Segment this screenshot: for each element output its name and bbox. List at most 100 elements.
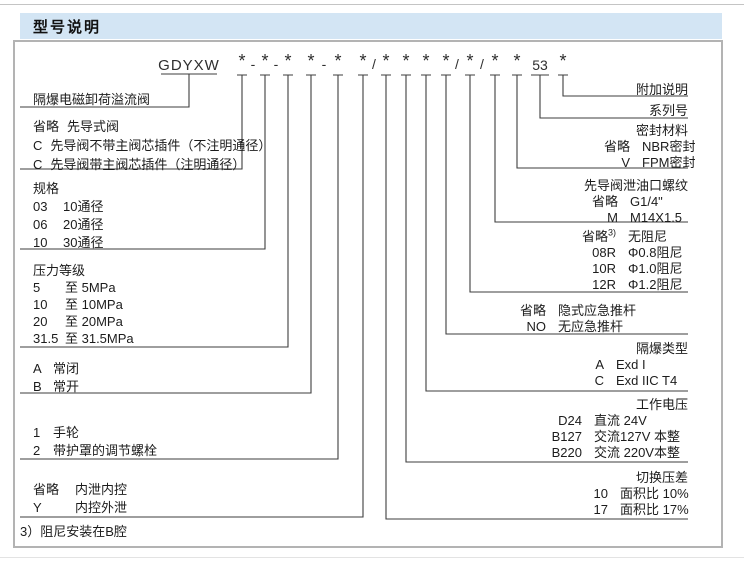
code-cell: 1: [33, 425, 41, 440]
model-code-star: *: [238, 51, 246, 71]
leader-drain-thread: [494, 75, 688, 223]
desc-cell: Φ1.2阻尼: [628, 277, 683, 292]
option-row: NO 无应急推杆: [520, 319, 688, 335]
code-cell: B127: [551, 429, 582, 444]
right-group-notes: 附加说明: [636, 82, 688, 98]
code-cell: 06: [33, 217, 48, 232]
group-title-row: 密封材料: [604, 123, 688, 139]
left-group-valve-name: 隔爆电磁卸荷溢流阀: [33, 91, 150, 109]
desc-cell: 无应急推杆: [558, 319, 624, 334]
leader-pressure: [20, 75, 289, 348]
model-code-star: *: [382, 51, 390, 71]
desc-cell: 至 10MPa: [65, 297, 123, 312]
desc-cell: G1/4": [630, 194, 663, 209]
top-rule: [0, 4, 744, 5]
section-title: 型号说明: [33, 18, 102, 36]
option-row: 10 至 10MPa: [33, 296, 134, 313]
desc-cell: 交流 220V本整: [594, 445, 680, 460]
model-code-series: 53: [532, 57, 548, 73]
model-code-star: *: [334, 51, 342, 71]
group-title-row: 隔爆类型: [595, 341, 688, 357]
bottom-rule: [0, 557, 744, 558]
model-code-star: *: [491, 51, 499, 71]
model-code-star: *: [359, 51, 367, 71]
code-cell: 12R: [592, 277, 616, 292]
leader-exd-type: [425, 75, 688, 392]
leader-pilot-type: [20, 75, 243, 170]
group-title-row: 先导阀泄油口螺纹: [584, 178, 688, 194]
desc-cell: 面积比 10%: [620, 486, 689, 501]
leader-series: [539, 75, 688, 119]
code-cell: 03: [33, 199, 48, 214]
desc-cell: M14X1.5: [630, 210, 683, 225]
model-code-star: *: [422, 51, 430, 71]
desc-cell: Φ1.0阻尼: [628, 261, 683, 276]
group-title: 系列号: [648, 103, 688, 118]
model-code-star: *: [284, 51, 292, 71]
group-title: 附加说明: [635, 82, 688, 97]
footnote: 3）阻尼安装在B腔: [20, 524, 127, 539]
model-code-separator: /: [372, 56, 376, 72]
option-row: 10R Φ1.0阻尼: [582, 261, 688, 277]
desc-cell: 先导阀不带主阀芯插件（不注明通径）: [50, 138, 272, 153]
code-cell: 08R: [592, 245, 616, 260]
leader-adjuster: [20, 75, 339, 460]
code-cell: 省略: [33, 119, 60, 134]
model-code-suffix-star: *: [559, 51, 567, 71]
left-group-pilot-type: 省略先导式阀 C 先导阀不带主阀芯插件（不注明通径） C 先导阀带主阀芯插件（注明通…: [33, 117, 271, 174]
model-code-star: *: [261, 51, 269, 71]
leader-normally: [20, 75, 312, 394]
leader-notes: [562, 75, 688, 97]
option-row: C 先导阀不带主阀芯插件（不注明通径）: [33, 136, 271, 155]
code-cell: NO: [526, 319, 547, 334]
group-title: 切换压差: [635, 470, 688, 485]
code-cell: B220: [551, 445, 582, 460]
model-code-separator: -: [250, 56, 256, 72]
code-cell: A: [33, 361, 42, 376]
group-title-row: 工作电压: [552, 397, 688, 413]
desc-cell: 先导阀带主阀芯插件（注明通径）: [50, 157, 246, 172]
code-cell: 10: [33, 235, 48, 250]
option-row: 省略3)无阻尼: [582, 228, 688, 245]
desc-cell: FPM密封: [642, 155, 696, 170]
code-cell: 省略: [603, 139, 630, 154]
desc-cell: 隐式应急推杆: [558, 303, 637, 318]
leader-voltage: [405, 75, 688, 463]
code-cell: 10: [33, 297, 48, 312]
right-group-push-rod: 省略隐式应急推杆 NO 无应急推杆: [520, 303, 688, 335]
model-code-separator: -: [273, 56, 279, 72]
code-cell: 10R: [592, 261, 616, 276]
model-code-star: *: [307, 51, 315, 71]
desc-cell: 直流 24V: [594, 413, 647, 428]
model-code-star: *: [513, 51, 521, 71]
leader-push-rod: [445, 75, 688, 335]
code-cell: M: [607, 210, 618, 225]
desc-cell: 面积比 17%: [620, 502, 689, 517]
option-row: 省略内泄内控: [33, 481, 127, 499]
desc-cell: 先导式阀: [67, 119, 120, 134]
desc-cell: Exd I: [616, 357, 646, 372]
code-cell: D24: [558, 413, 582, 428]
code-cell: C: [33, 157, 43, 172]
model-code-separator: /: [480, 56, 484, 72]
model-code-separator: /: [455, 56, 459, 72]
code-cell: C: [33, 138, 43, 153]
code-cell: 省略: [519, 303, 546, 318]
